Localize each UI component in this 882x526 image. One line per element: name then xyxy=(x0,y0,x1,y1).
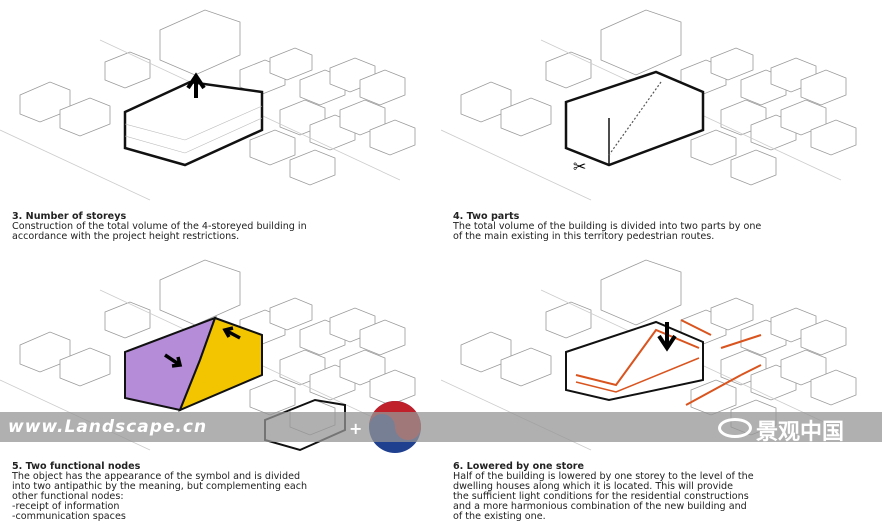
caption: 5. Two functional nodes The object has t… xyxy=(12,462,432,522)
caption-line: The total volume of the building is divi… xyxy=(453,221,762,232)
caption-line: accordance with the project height restr… xyxy=(12,231,240,242)
up-arrow-icon xyxy=(186,72,206,98)
caption-title: 5. Two functional nodes xyxy=(12,461,141,472)
caption-line: Construction of the total volume of the … xyxy=(12,221,307,232)
caption-line: -receipt of information xyxy=(12,501,120,512)
caption-title: 3. Number of storeys xyxy=(12,211,127,222)
panel-two-parts: ✂ 4. Two parts The total volume of the b… xyxy=(441,0,882,250)
panel-two-functional-nodes: 5. Two functional nodes The object has t… xyxy=(0,250,441,526)
yellow-volume xyxy=(178,316,263,412)
caption: 3. Number of storeys Construction of the… xyxy=(12,212,432,242)
down-arrow-icon xyxy=(657,322,677,352)
caption-title: 6. Lowered by one store xyxy=(453,461,585,472)
caption-line: and a more harmonious combination of the… xyxy=(453,501,747,512)
caption-title: 4. Two parts xyxy=(453,211,520,222)
arrow-icon xyxy=(164,353,183,368)
diagram-two-parts: ✂ xyxy=(441,9,857,201)
arrow-icon xyxy=(222,326,241,340)
panel-number-of-storeys: 3. Number of storeys Construction of the… xyxy=(0,0,441,250)
caption-line: The object has the appearance of the sym… xyxy=(12,471,301,482)
caption-line: dwelling houses along which it is locate… xyxy=(453,481,733,492)
plus-sign: + xyxy=(349,419,363,438)
caption-line: other functional nodes: xyxy=(12,491,124,502)
caption-line: of the main existing in this territory p… xyxy=(453,231,715,242)
caption-line: into two antipathic by the meaning, but … xyxy=(12,481,308,492)
diagram-lowered xyxy=(441,259,857,451)
watermark-logo-icon xyxy=(718,418,752,438)
watermark-url: www.Landscape.cn xyxy=(8,417,208,437)
scissors-icon: ✂ xyxy=(573,157,586,176)
diagram-storeys xyxy=(0,9,416,201)
caption: 6. Lowered by one store Half of the buil… xyxy=(453,462,873,522)
main-building xyxy=(123,80,264,167)
caption-line: Half of the building is lowered by one s… xyxy=(453,471,754,482)
watermark-brand: 景观中国 xyxy=(756,420,845,445)
caption-line: the sufficient light conditions for the … xyxy=(453,491,749,502)
panel-lowered-by-one-store: 6. Lowered by one store Half of the buil… xyxy=(441,250,882,526)
caption-line: of the existing one. xyxy=(453,511,546,522)
caption: 4. Two parts The total volume of the bui… xyxy=(453,212,873,242)
caption-line: -communication spaces xyxy=(12,511,126,522)
